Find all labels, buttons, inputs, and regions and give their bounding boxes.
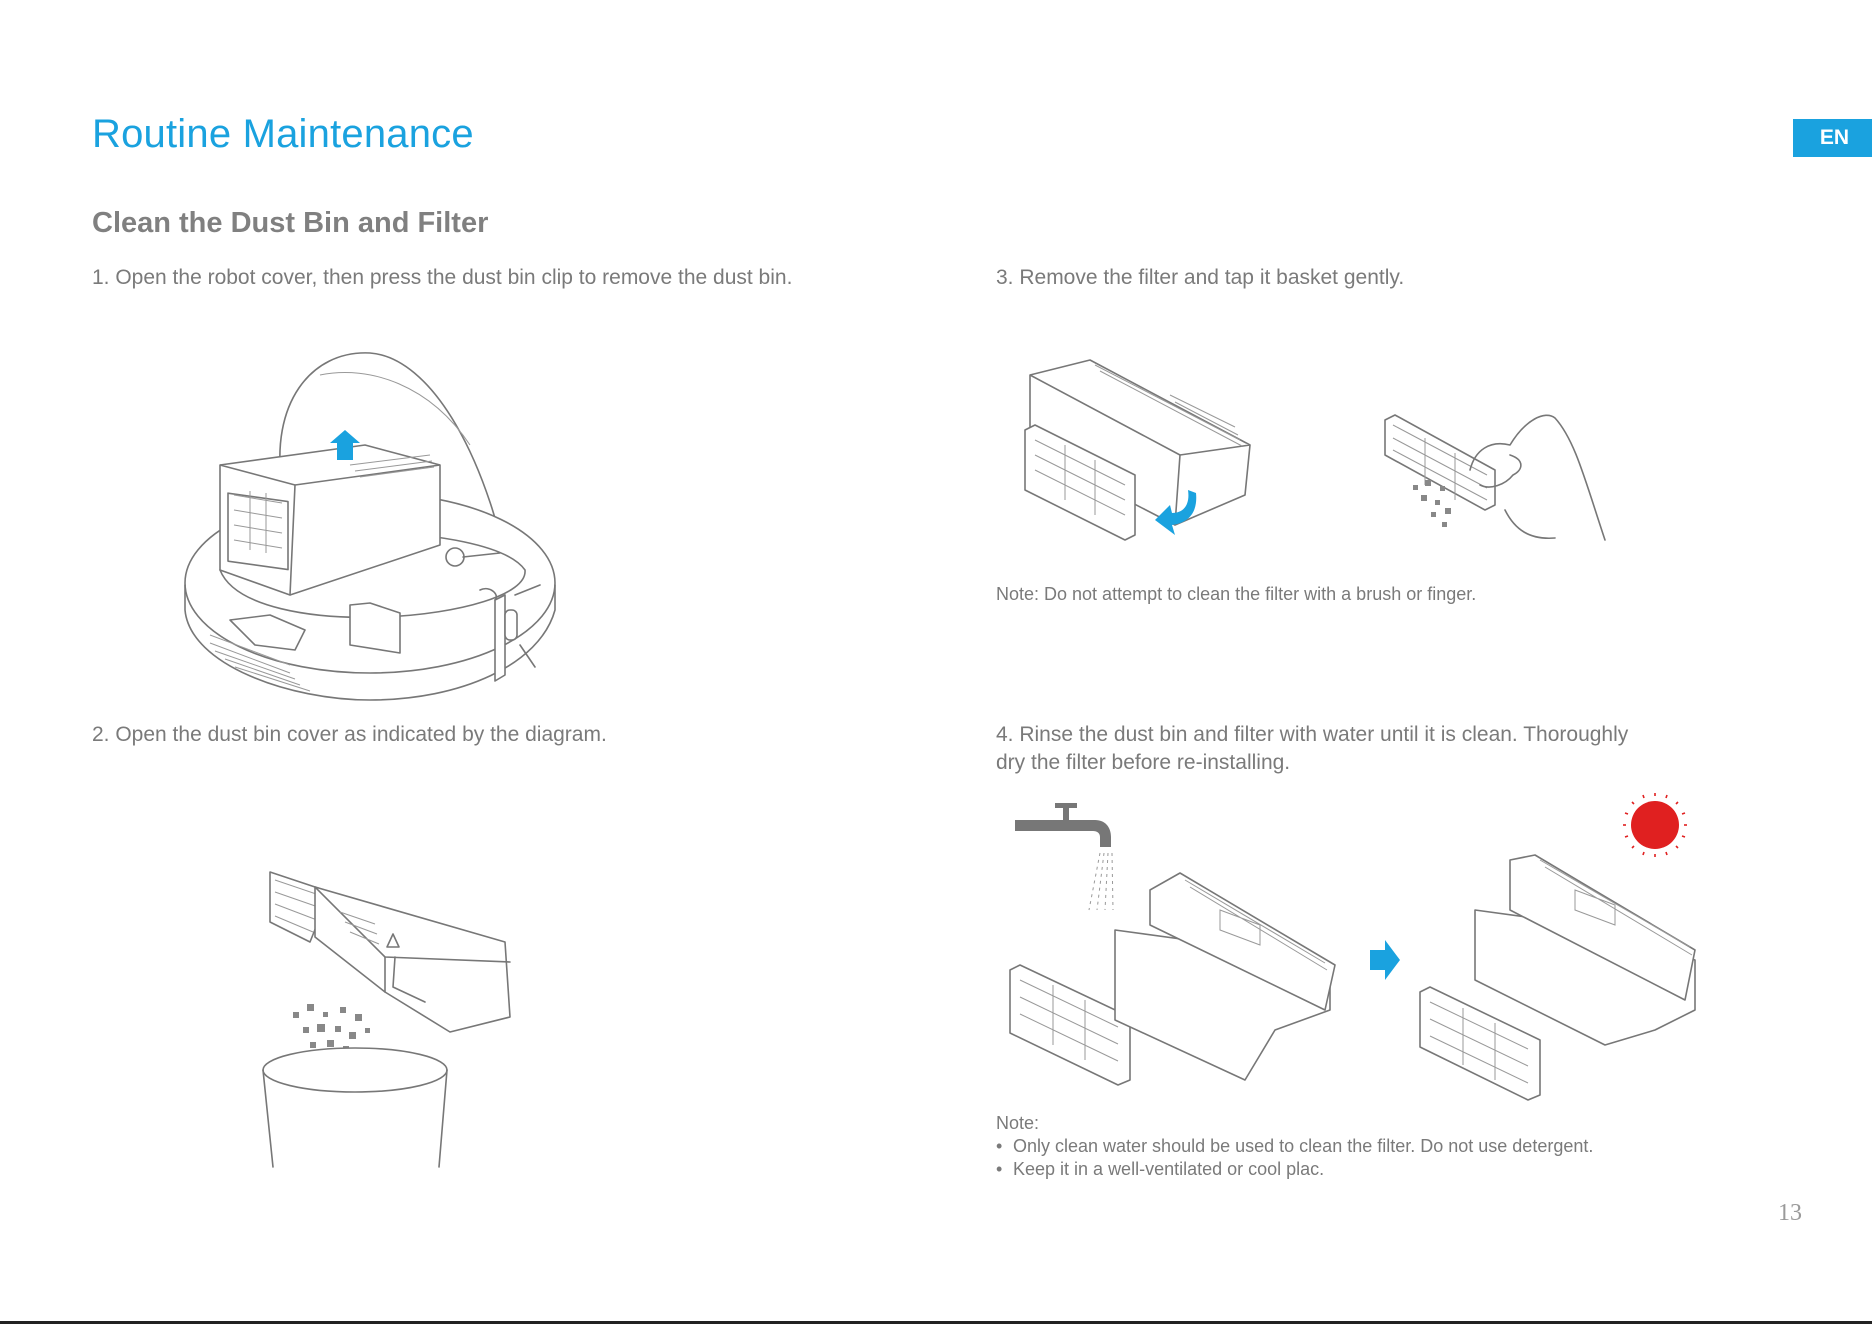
section-title: Clean the Dust Bin and Filter	[92, 207, 489, 239]
robot-dustbin-illustration	[184, 352, 556, 701]
step-3-text: 3. Remove the filter and tap it basket g…	[996, 266, 1405, 289]
filter-removal-illustration	[1024, 359, 1251, 541]
step-4-line-1: 4. Rinse the dust bin and filter with wa…	[996, 723, 1629, 746]
empty-dustbin-illustration	[262, 871, 511, 1168]
tap-filter-illustration	[1384, 414, 1606, 541]
language-badge: EN	[1793, 119, 1872, 157]
note-filter: Note: Do not attempt to clean the filter…	[996, 584, 1477, 604]
note-rinse-item: Only clean water should be used to clean…	[996, 1135, 1593, 1158]
step-4-text: 4. Rinse the dust bin and filter with wa…	[996, 721, 1628, 777]
step-1-text: 1. Open the robot cover, then press the …	[92, 266, 793, 289]
bottom-rule	[0, 1321, 1872, 1324]
page-title: Routine Maintenance	[92, 112, 474, 156]
page-number: 13	[1778, 1200, 1802, 1226]
step-4-line-2: dry the filter before re-installing.	[996, 751, 1291, 774]
note-rinse-label: Note:	[996, 1113, 1040, 1133]
step-2-text: 2. Open the dust bin cover as indicated …	[92, 723, 607, 746]
note-rinse: Note: Only clean water should be used to…	[996, 1112, 1593, 1181]
rinse-dry-illustration	[1009, 793, 1696, 1101]
note-rinse-item: Keep it in a well-ventilated or cool pla…	[996, 1158, 1593, 1181]
